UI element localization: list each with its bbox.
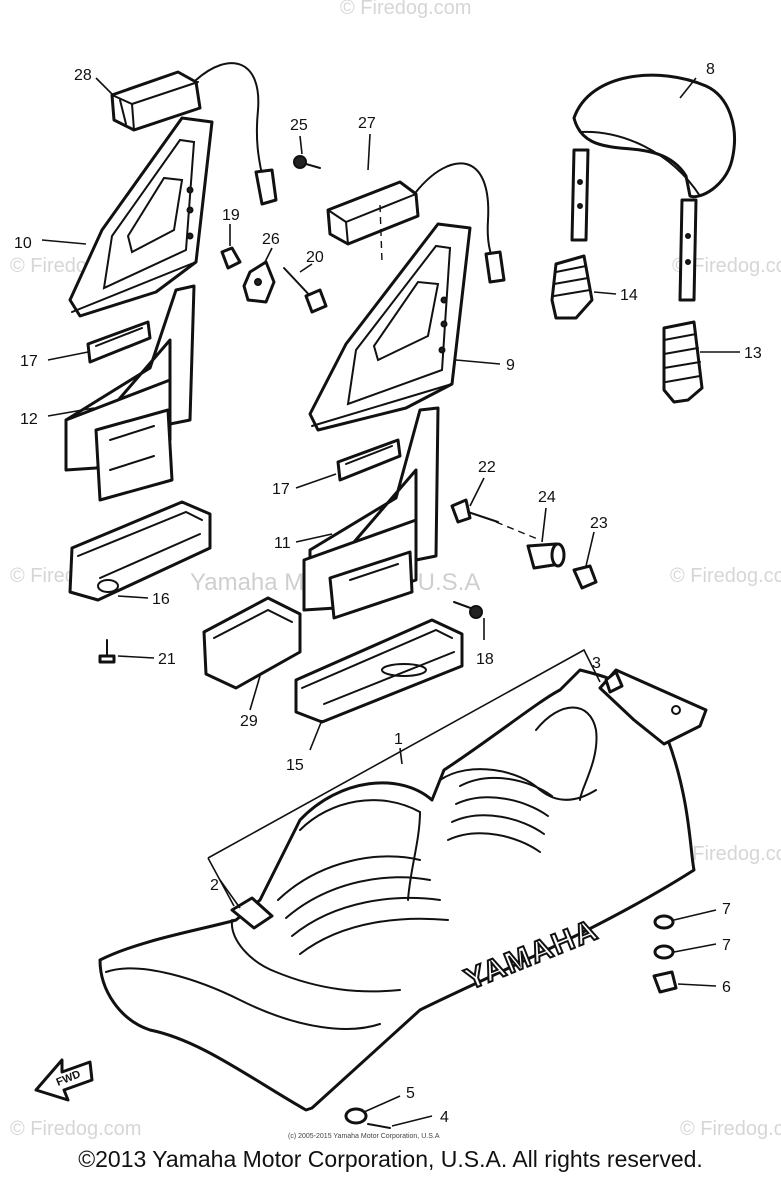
callout-7-upper: 7	[722, 901, 731, 918]
part-4-nut	[367, 1123, 391, 1129]
callout-12: 12	[20, 411, 38, 428]
part-6-nut	[652, 970, 678, 994]
part-21-screw	[98, 639, 116, 664]
fwd-arrow-icon: FWD	[34, 1058, 94, 1102]
callout-11: 11	[274, 535, 291, 552]
part-15-armrest-pad	[294, 618, 464, 724]
part-26-bracket-plate	[242, 260, 276, 304]
part-7-washer-upper	[653, 914, 675, 930]
callout-15: 15	[286, 757, 304, 774]
part-17-clip-right	[336, 438, 402, 482]
callout-layer: 28 10 17 12 16 21 19 26 20 25 27 8 9 14 …	[14, 61, 762, 1126]
part-12-bracket	[64, 284, 196, 502]
part-11-bracket	[302, 406, 440, 620]
part-14-boot	[550, 254, 594, 320]
part-18-screw	[453, 601, 483, 619]
part-5-washer	[344, 1107, 368, 1125]
watermark-top: © Firedog.com	[340, 0, 471, 19]
watermark-right-mid: © Firedog.com	[670, 565, 781, 587]
callout-25: 25	[290, 117, 308, 134]
part-8-backrest	[570, 73, 736, 302]
callout-10: 10	[14, 235, 32, 252]
callout-28: 28	[74, 67, 92, 84]
copyright-footer: ©2013 Yamaha Motor Corporation, U.S.A. A…	[78, 1146, 703, 1172]
part-7-washer-lower	[653, 944, 675, 960]
callout-9: 9	[506, 357, 515, 374]
callout-14: 14	[620, 287, 638, 304]
part-25-screw	[293, 155, 321, 169]
callout-5: 5	[406, 1085, 415, 1102]
part-16-armrest-pad	[68, 500, 212, 602]
callout-23: 23	[590, 515, 608, 532]
part-9-side-cover	[308, 222, 472, 432]
part-22-bolt	[450, 498, 541, 541]
callout-8: 8	[706, 61, 715, 78]
callout-13: 13	[744, 345, 762, 362]
callout-4: 4	[440, 1109, 449, 1126]
watermark-bottom-right: © Firedog.com	[680, 1118, 781, 1140]
part-20-bolt	[283, 267, 328, 314]
part-13-boot	[662, 320, 704, 404]
callout-24: 24	[538, 489, 556, 506]
callout-21: 21	[158, 651, 176, 668]
part-27-switch	[326, 162, 506, 284]
callout-18: 18	[476, 651, 494, 668]
callout-3: 3	[592, 655, 601, 672]
callout-16: 16	[152, 591, 170, 608]
callout-29: 29	[240, 713, 258, 730]
part-2-hook	[230, 896, 274, 930]
part-10-side-cover	[68, 116, 214, 318]
callout-22: 22	[478, 459, 496, 476]
leader-lines	[41, 77, 740, 1127]
part-19-grommet	[220, 246, 242, 270]
watermark-right-low: © Firedog.com	[672, 843, 781, 865]
callout-17-left: 17	[20, 353, 38, 370]
watermark-bottom-left: © Firedog.com	[10, 1118, 141, 1140]
callout-7-lower: 7	[722, 937, 731, 954]
part-17-clip-left	[86, 320, 152, 364]
part-23-nut	[572, 564, 598, 590]
watermark-right-top: © Firedog.com	[672, 255, 781, 277]
part-29-cover	[202, 596, 302, 690]
part-24-collar	[526, 542, 566, 570]
watermark-layer: © Firedog.com © Firedog.com © Firedog.co…	[10, 0, 781, 1140]
callout-2: 2	[210, 877, 219, 894]
callout-26: 26	[262, 231, 280, 248]
callout-20: 20	[306, 249, 324, 266]
callout-27: 27	[358, 115, 376, 132]
callout-6: 6	[722, 979, 731, 996]
small-credit-text: (c) 2005-2015 Yamaha Motor Corporation, …	[288, 1133, 440, 1140]
part-3-bracket	[598, 668, 708, 746]
part-28-switch	[110, 62, 278, 206]
callout-19: 19	[222, 207, 240, 224]
callout-1: 1	[394, 731, 403, 748]
callout-17-right: 17	[272, 481, 290, 498]
